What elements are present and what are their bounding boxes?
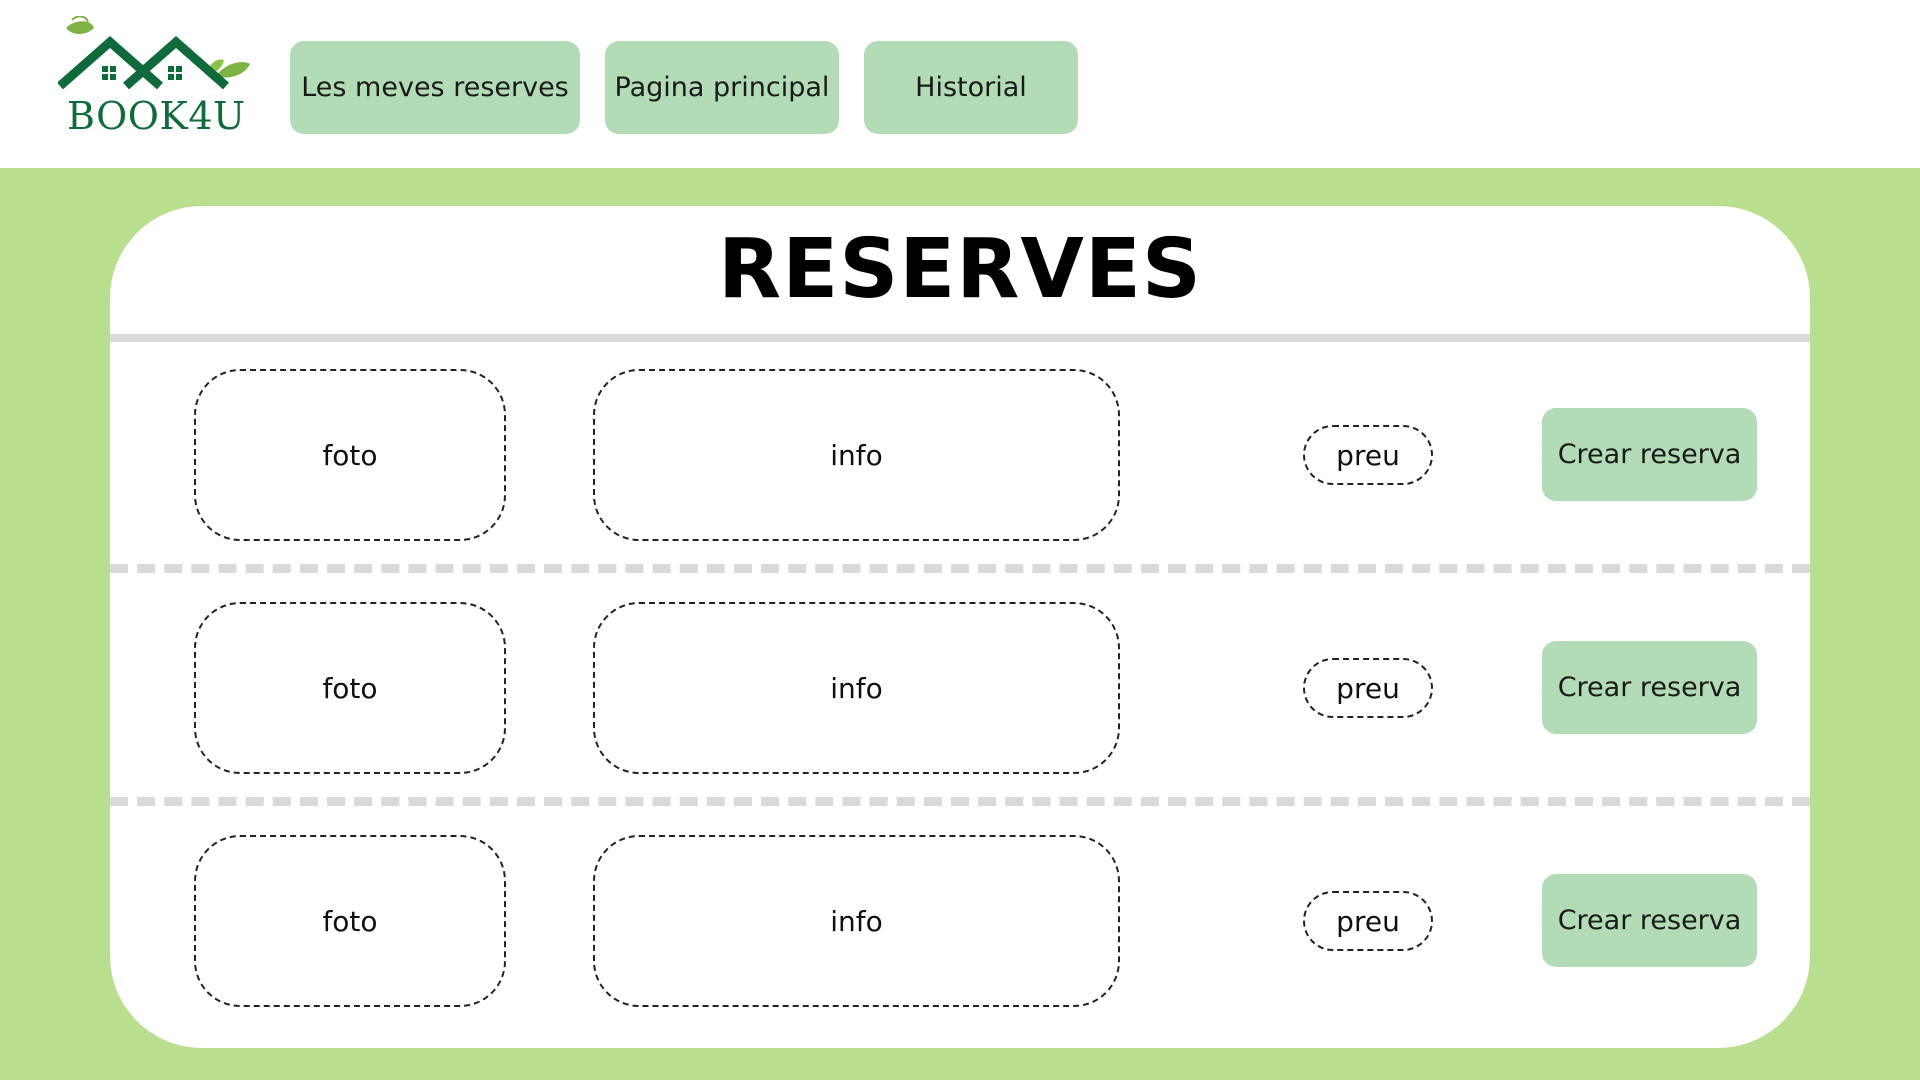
nav-my-reservations-button[interactable]: Les meves reserves	[290, 41, 580, 134]
row-divider	[110, 797, 1810, 806]
price-placeholder: preu	[1303, 425, 1433, 485]
nav-history-button[interactable]: Historial	[864, 41, 1078, 134]
reservations-card: RESERVES foto info preu Crear reserva fo…	[110, 206, 1810, 1048]
brand-logo[interactable]: BOOK4U	[57, 15, 258, 141]
info-placeholder: info	[593, 835, 1120, 1007]
price-placeholder: preu	[1303, 658, 1433, 718]
header: BOOK4U Les meves reserves Pagina princip…	[0, 0, 1920, 168]
info-placeholder: info	[593, 369, 1120, 541]
photo-placeholder: foto	[194, 369, 506, 541]
photo-placeholder: foto	[194, 835, 506, 1007]
info-placeholder: info	[593, 602, 1120, 774]
photo-placeholder: foto	[194, 602, 506, 774]
create-reservation-button[interactable]: Crear reserva	[1542, 874, 1757, 967]
create-reservation-button[interactable]: Crear reserva	[1542, 641, 1757, 734]
row-divider	[110, 564, 1810, 573]
create-reservation-button[interactable]: Crear reserva	[1542, 408, 1757, 501]
house-logo-icon	[57, 15, 250, 90]
brand-name: BOOK4U	[67, 94, 246, 138]
price-placeholder: preu	[1303, 891, 1433, 951]
title-divider	[110, 334, 1810, 342]
nav-home-button[interactable]: Pagina principal	[605, 41, 839, 134]
page-title: RESERVES	[718, 222, 1202, 317]
